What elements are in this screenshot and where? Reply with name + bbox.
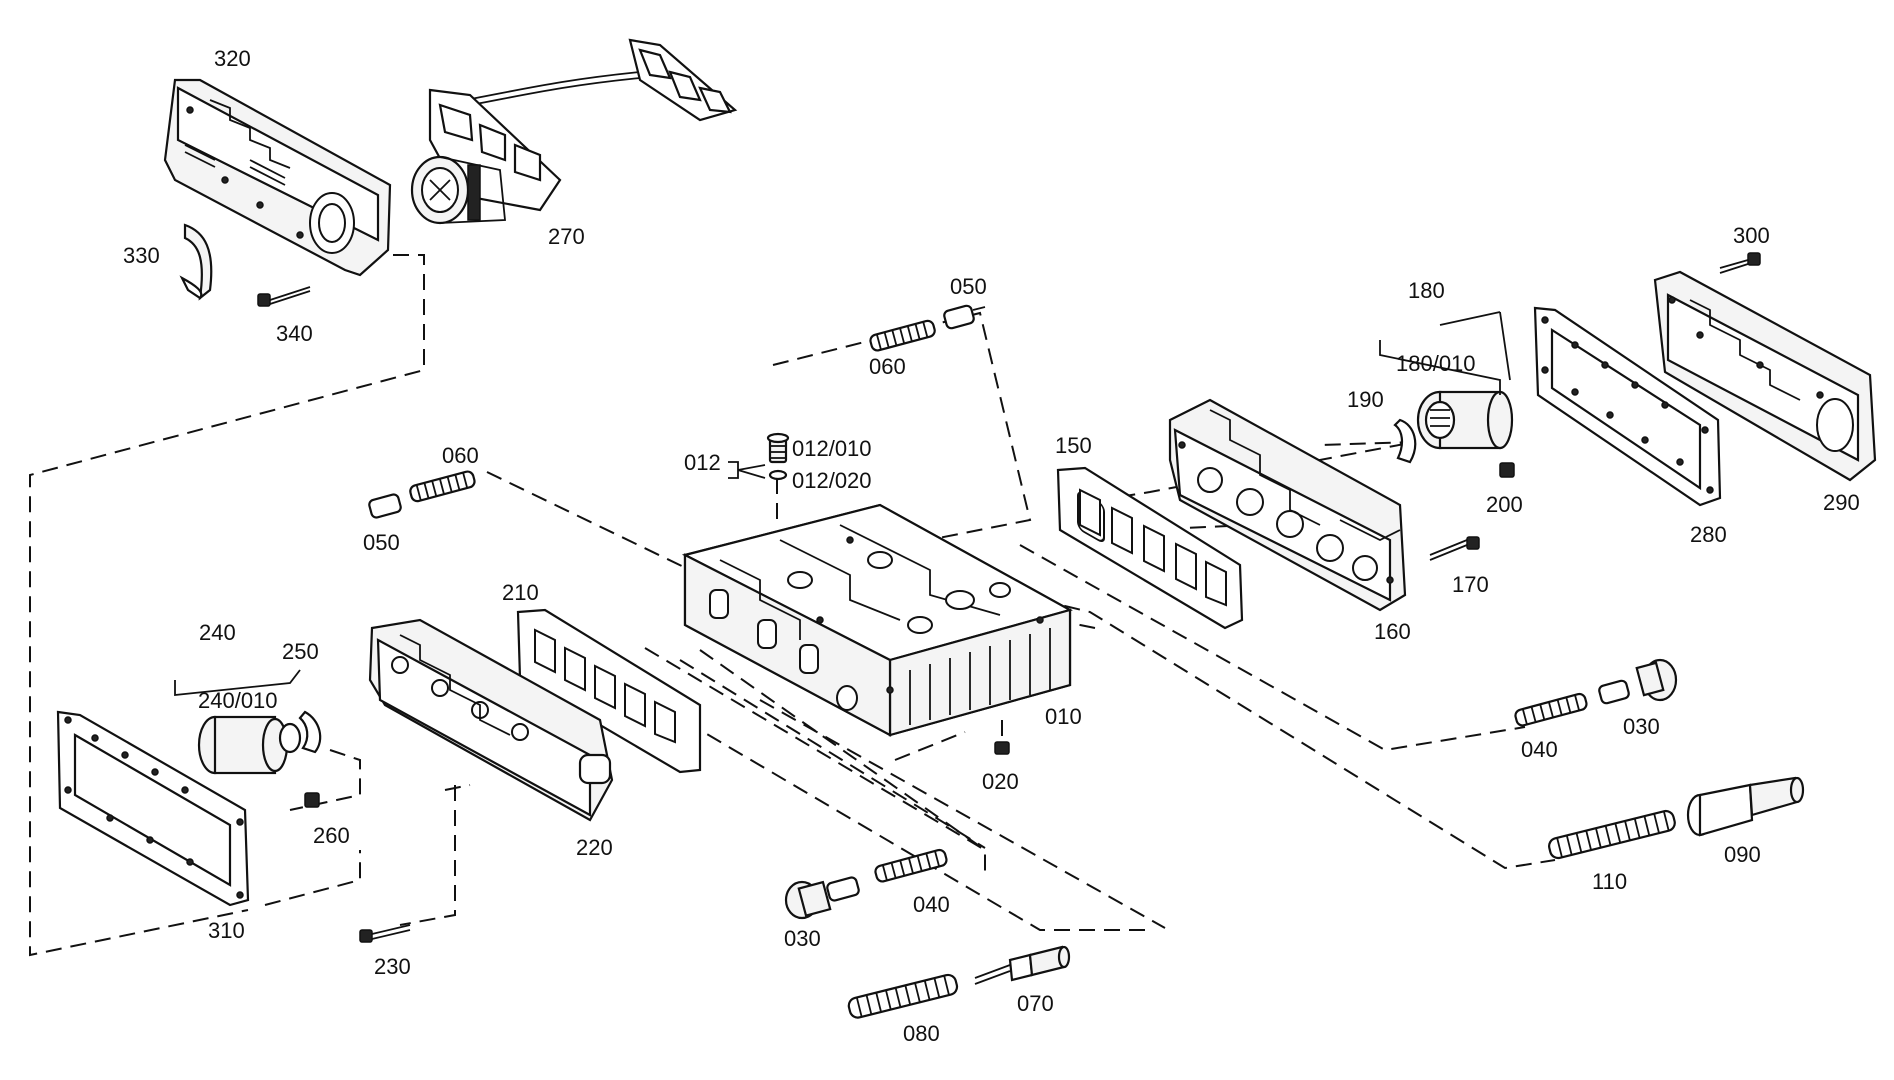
part-310-gasket <box>56 710 250 907</box>
part-200-screw <box>1499 462 1515 478</box>
label-040-bottom: 040 <box>913 892 950 917</box>
part-240-solenoid <box>174 669 322 775</box>
label-250: 250 <box>282 639 319 664</box>
label-260: 260 <box>313 823 350 848</box>
part-050-060-top <box>869 304 986 352</box>
part-340-bolt <box>257 286 311 307</box>
label-030-right: 030 <box>1623 714 1660 739</box>
label-310: 310 <box>208 918 245 943</box>
part-070-080 <box>847 945 1071 1019</box>
label-110: 110 <box>1592 869 1627 894</box>
label-200: 200 <box>1486 492 1523 517</box>
label-240: 240 <box>199 620 236 645</box>
part-150-gasket <box>1056 466 1244 630</box>
part-020-plug <box>994 741 1010 755</box>
part-010-valve-body <box>681 503 1073 737</box>
label-070: 070 <box>1017 991 1054 1016</box>
part-320-cover <box>163 78 392 277</box>
label-170: 170 <box>1452 572 1489 597</box>
label-210: 210 <box>502 580 539 605</box>
label-180: 180 <box>1408 278 1445 303</box>
label-160: 160 <box>1374 619 1411 644</box>
part-012-plug <box>728 432 790 481</box>
label-270: 270 <box>548 224 585 249</box>
label-300: 300 <box>1733 223 1770 248</box>
label-010: 010 <box>1045 704 1082 729</box>
part-030-040-right <box>1514 658 1678 727</box>
label-340: 340 <box>276 321 313 346</box>
label-012-020: 012/020 <box>792 468 872 493</box>
label-030-bottom: 030 <box>784 926 821 951</box>
part-270-harness <box>410 38 738 225</box>
label-012-010: 012/010 <box>792 436 872 461</box>
label-330: 330 <box>123 243 160 268</box>
label-050-left: 050 <box>363 530 400 555</box>
label-060-left: 060 <box>442 443 479 468</box>
part-280-gasket <box>1533 306 1722 507</box>
label-090: 090 <box>1724 842 1761 867</box>
part-330-clip <box>179 223 213 301</box>
label-050-top: 050 <box>950 274 987 299</box>
part-170-bolt <box>1429 536 1480 561</box>
label-320: 320 <box>214 46 251 71</box>
part-160-housing <box>1168 398 1407 612</box>
part-210-gasket <box>516 608 702 774</box>
part-290-cover <box>1653 270 1877 482</box>
label-180-010: 180/010 <box>1396 351 1476 376</box>
part-230-bolt <box>359 924 411 943</box>
label-080: 080 <box>903 1021 940 1046</box>
part-300-bolt <box>1719 252 1761 274</box>
label-060-top: 060 <box>869 354 906 379</box>
part-110-090 <box>1548 776 1805 860</box>
label-230: 230 <box>374 954 411 979</box>
label-190: 190 <box>1347 387 1384 412</box>
label-150: 150 <box>1055 433 1092 458</box>
label-240-010: 240/010 <box>198 688 278 713</box>
part-260-screw <box>304 792 320 808</box>
part-220-housing <box>368 618 614 822</box>
part-180-solenoid <box>1379 311 1514 464</box>
label-290: 290 <box>1823 490 1860 515</box>
part-labels: 320 330 340 270 050 060 180 180/010 190 … <box>123 46 1860 1046</box>
label-020: 020 <box>982 769 1019 794</box>
part-050-060-left <box>368 470 476 519</box>
label-220: 220 <box>576 835 613 860</box>
label-040-right: 040 <box>1521 737 1558 762</box>
part-030-040-bottom <box>784 848 948 920</box>
label-280: 280 <box>1690 522 1727 547</box>
label-012: 012 <box>684 450 721 475</box>
